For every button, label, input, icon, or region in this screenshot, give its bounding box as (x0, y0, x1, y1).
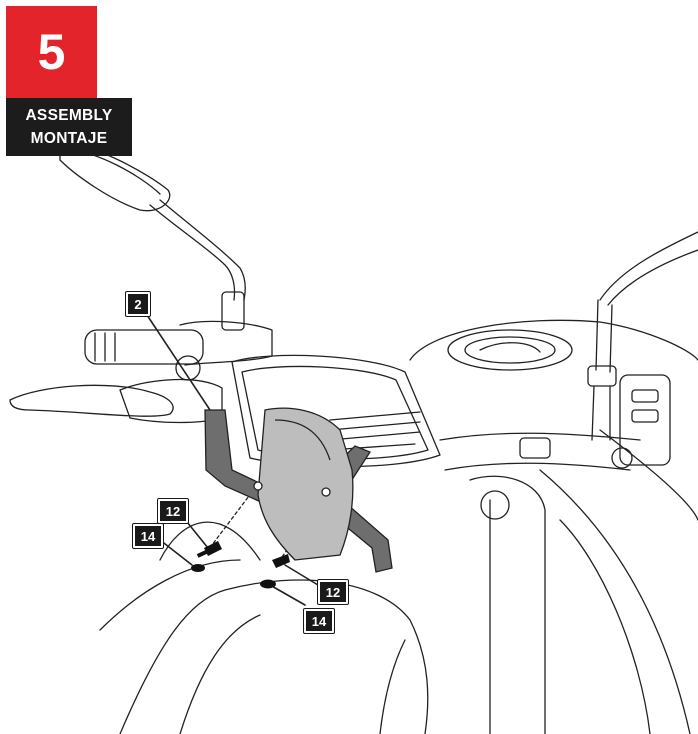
callout-screw-12-right: 12 (318, 580, 348, 604)
step-number-badge: 5 (6, 6, 97, 98)
right-controls (439, 374, 671, 471)
right-mirror (587, 231, 698, 441)
fasteners (191, 541, 290, 589)
step-title-box: ASSEMBLY MONTAJE (6, 98, 132, 156)
callout-screw-12-left: 12 (158, 499, 188, 523)
front-fork-and-fairing (99, 429, 698, 734)
leader-lines (144, 311, 319, 606)
navigation-support-bracket (204, 407, 393, 573)
callout-washer-14-left: 14 (133, 524, 163, 548)
left-mirror (59, 143, 246, 331)
step-title-spanish: MONTAJE (30, 130, 108, 147)
callout-washer-14-right: 14 (304, 609, 334, 633)
step-title-english: ASSEMBLY (25, 107, 113, 124)
callout-part-2: 2 (126, 292, 150, 316)
left-handlebar (9, 320, 273, 424)
fuel-tank (409, 319, 698, 371)
